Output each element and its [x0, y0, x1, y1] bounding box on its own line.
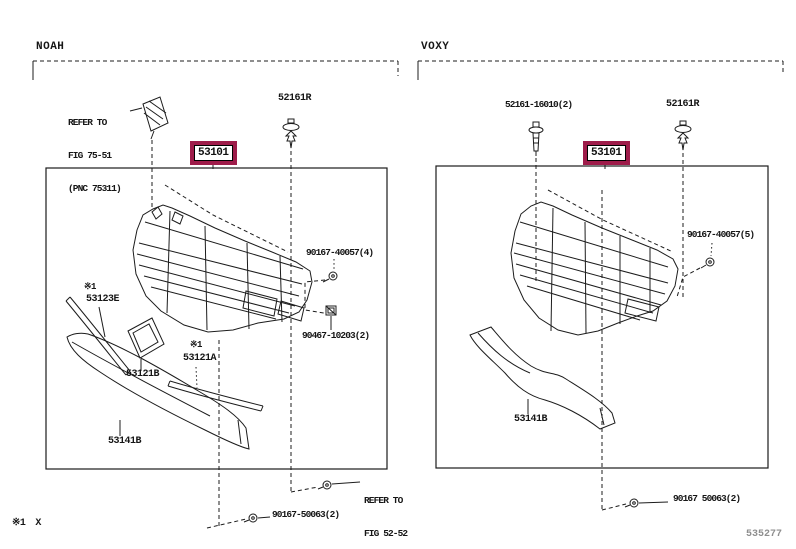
bolt-icon-lower [243, 513, 271, 523]
noah-bracket-line [32, 60, 399, 80]
strip-53123e-art [65, 296, 131, 376]
bolt-icon-upper [322, 259, 338, 283]
grommet-clip-icon [325, 305, 337, 330]
bezel-53121b-art [127, 317, 165, 371]
variant-label-voxy: VOXY [421, 41, 450, 53]
part-label-90167-40057-voxy[interactable]: 90167-40057(5) [687, 229, 755, 240]
part-label-52161r-noah[interactable]: 52161R [278, 93, 312, 104]
selected-part-53101-noah[interactable]: 53101 [190, 141, 237, 165]
part-label-90167-50063-noah[interactable]: 90167-50063(2) [272, 509, 340, 520]
part-label-53121b[interactable]: 53121B [126, 369, 160, 380]
part-label-53121a[interactable]: 53121A [183, 353, 217, 364]
selected-part-53101-voxy[interactable]: 53101 [583, 141, 630, 165]
noah-garnish-art [66, 332, 250, 450]
noah-frame [45, 167, 388, 470]
part-label-53141b-noah[interactable]: 53141B [108, 436, 142, 447]
bolt-icon-upper-right [700, 242, 715, 269]
footnote-mark-53121a: ※1 [190, 340, 202, 350]
noah-panel-art [45, 96, 388, 529]
refer-fig-52-52-link[interactable]: REFER TO FIG 52-52 [364, 495, 408, 539]
part-label-90167-40057-noah[interactable]: 90167-40057(4) [306, 247, 374, 258]
refer-fig-75-51-link[interactable]: REFER TO FIG 75-51 (PNC 75311) [68, 117, 122, 194]
part-label-53141b-voxy[interactable]: 53141B [514, 414, 548, 425]
voxy-bracket-line [417, 60, 784, 80]
voxy-garnish-art [469, 326, 616, 430]
part-label-52161-16010[interactable]: 52161-16010(2) [505, 99, 573, 110]
part-label-52161r-voxy[interactable]: 52161R [666, 99, 700, 110]
strip-53121a-art [167, 366, 264, 412]
screw-icon [528, 121, 544, 156]
part-label-53123e[interactable]: 53123E [86, 294, 120, 305]
voxy-panel-art [435, 120, 769, 511]
bolt-icon-lower-right [624, 498, 669, 508]
variant-label-noah: NOAH [36, 41, 65, 53]
figure-code: 535277 [746, 529, 783, 540]
footnote-mark-53123e: ※1 [84, 282, 96, 292]
push-clip-icon [282, 118, 300, 149]
noah-grille-art [132, 204, 313, 333]
voxy-grille-art [510, 201, 679, 336]
voxy-frame [435, 165, 769, 469]
part-label-90467-10203[interactable]: 90467-10203(2) [302, 330, 370, 341]
bolt-icon-fig52 [317, 480, 361, 490]
hatched-part-icon [129, 96, 169, 140]
push-clip-icon-right [674, 120, 692, 151]
part-label-90167-50063-voxy[interactable]: 90167 50063(2) [673, 493, 741, 504]
